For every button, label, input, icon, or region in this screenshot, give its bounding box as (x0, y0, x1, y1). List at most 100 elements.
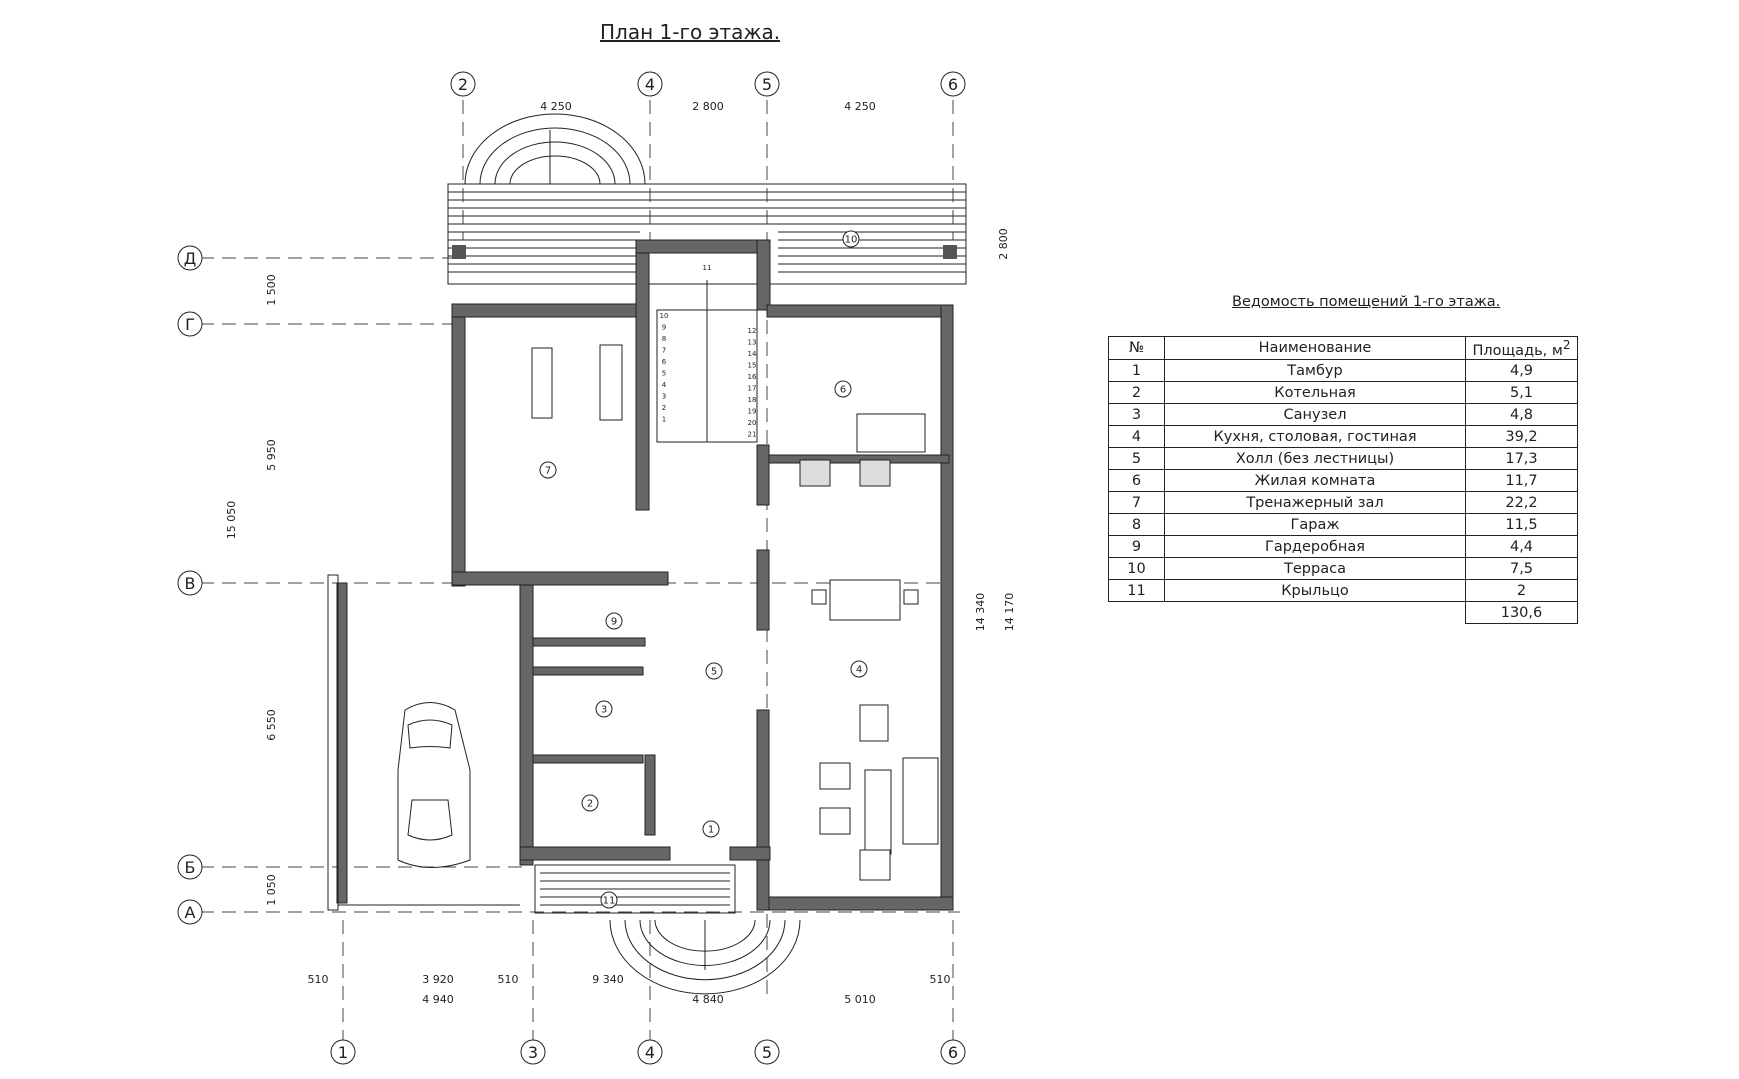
room-marker-11: 11 (603, 896, 616, 907)
dim-bottom: 510 (498, 973, 519, 986)
axis-row-Б-circle (177, 854, 203, 880)
axis-top-4: 4 (645, 75, 655, 94)
axis-row-Г-circle (177, 311, 203, 337)
table-cell-area: 39,2 (1465, 425, 1578, 448)
axis-bottom-5-circle (754, 1039, 780, 1065)
room-marker-10-circle (842, 230, 860, 248)
stair-step: 15 (748, 362, 757, 370)
dim-right: 2 800 (997, 228, 1010, 260)
stair-step: 9 (662, 324, 666, 332)
dim-bottom-2: 5 010 (844, 993, 876, 1006)
terrace (447, 113, 967, 285)
dim-left: 6 550 (265, 709, 278, 741)
axis-bottom-4-circle (637, 1039, 663, 1065)
dim-left: 1 500 (265, 274, 278, 306)
table-cell-n: 9 (1108, 535, 1165, 558)
table-header-row: № Наименование Площадь, м2 (1108, 336, 1578, 360)
table-cell-n: 2 (1108, 381, 1165, 404)
table-cell-name: Котельная (1164, 381, 1466, 404)
axis-row-А: А (185, 903, 196, 922)
table-cell-n: 5 (1108, 447, 1165, 470)
dim-left: 5 950 (265, 439, 278, 471)
axis-bottom-3-circle (520, 1039, 546, 1065)
table-cell-name: Тамбур (1164, 359, 1466, 382)
table-cell-name: Гардеробная (1164, 535, 1466, 558)
room-marker-3-circle (595, 700, 613, 718)
stair-top-label: 11 (703, 264, 712, 272)
dim-top: 4 250 (540, 100, 572, 113)
header-area-sup: 2 (1562, 337, 1571, 352)
table-cell-name: Крыльцо (1164, 579, 1466, 602)
table-cell-name: Кухня, столовая, гостиная (1164, 425, 1466, 448)
table-cell-area: 4,9 (1465, 359, 1578, 382)
axis-bottom-6: 6 (948, 1043, 958, 1062)
stair-step: 16 (748, 373, 757, 381)
header-name: Наименование (1164, 336, 1466, 360)
table-cell-n: 4 (1108, 425, 1165, 448)
room-marker-1-circle (702, 820, 720, 838)
total-area: 130,6 (1465, 601, 1578, 624)
table-cell-name: Тренажерный зал (1164, 491, 1466, 514)
axis-top-2: 2 (458, 75, 468, 94)
axis-top-5: 5 (762, 75, 772, 94)
room-marker-5: 5 (711, 667, 717, 678)
drawing-title: План 1-го этажа. (600, 20, 781, 44)
table-cell-n: 7 (1108, 491, 1165, 514)
axis-top-6-circle (940, 71, 966, 97)
stair-step: 8 (662, 335, 666, 343)
header-area: Площадь, м2 (1465, 336, 1578, 360)
table-cell-name: Гараж (1164, 513, 1466, 536)
table-cell-area: 17,3 (1465, 447, 1578, 470)
axis-row-А-circle (177, 899, 203, 925)
dim-bottom-2: 4 840 (692, 993, 724, 1006)
stair-step: 13 (748, 339, 757, 347)
stair-step: 17 (748, 385, 757, 393)
table-cell-area: 11,5 (1465, 513, 1578, 536)
table-cell-area: 4,8 (1465, 403, 1578, 426)
axis-top-4-circle (637, 71, 663, 97)
axis-row-Д: Д (184, 249, 197, 268)
stair-step: 7 (662, 347, 666, 355)
table-cell-n: 10 (1108, 557, 1165, 580)
total-empty-2 (1165, 602, 1466, 624)
stair-step: 6 (662, 358, 667, 366)
room-marker-6-circle (834, 380, 852, 398)
stair-step: 19 (748, 408, 757, 416)
table-cell-area: 4,4 (1465, 535, 1578, 558)
walls (336, 239, 954, 911)
dim-bottom: 510 (930, 973, 951, 986)
axis-top-2-circle (450, 71, 476, 97)
axis-bottom-6-circle (940, 1039, 966, 1065)
room-marker-7-circle (539, 461, 557, 479)
room-marker-5-circle (705, 662, 723, 680)
header-area-label: Площадь, м (1472, 342, 1563, 359)
table-cell-name: Холл (без лестницы) (1164, 447, 1466, 470)
room-marker-1: 1 (708, 825, 714, 836)
room-marker-7: 7 (545, 466, 551, 477)
stair-step: 5 (662, 370, 666, 378)
axis-bottom-3: 3 (528, 1043, 538, 1062)
table-cell-name: Жилая комната (1164, 469, 1466, 492)
axis-top-5-circle (754, 71, 780, 97)
header-number: № (1108, 336, 1165, 360)
room-marker-10: 10 (845, 235, 858, 246)
dim-top: 4 250 (844, 100, 876, 113)
room-marker-4-circle (850, 660, 868, 678)
stair-step: 10 (660, 312, 669, 320)
room-marker-6: 6 (840, 385, 846, 396)
table-cell-area: 5,1 (1465, 381, 1578, 404)
table-cell-area: 11,7 (1465, 469, 1578, 492)
axis-row-Б: Б (185, 858, 196, 877)
dim-left: 1 050 (265, 874, 278, 906)
room-marker-4: 4 (856, 665, 862, 676)
dim-bottom: 9 340 (592, 973, 624, 986)
